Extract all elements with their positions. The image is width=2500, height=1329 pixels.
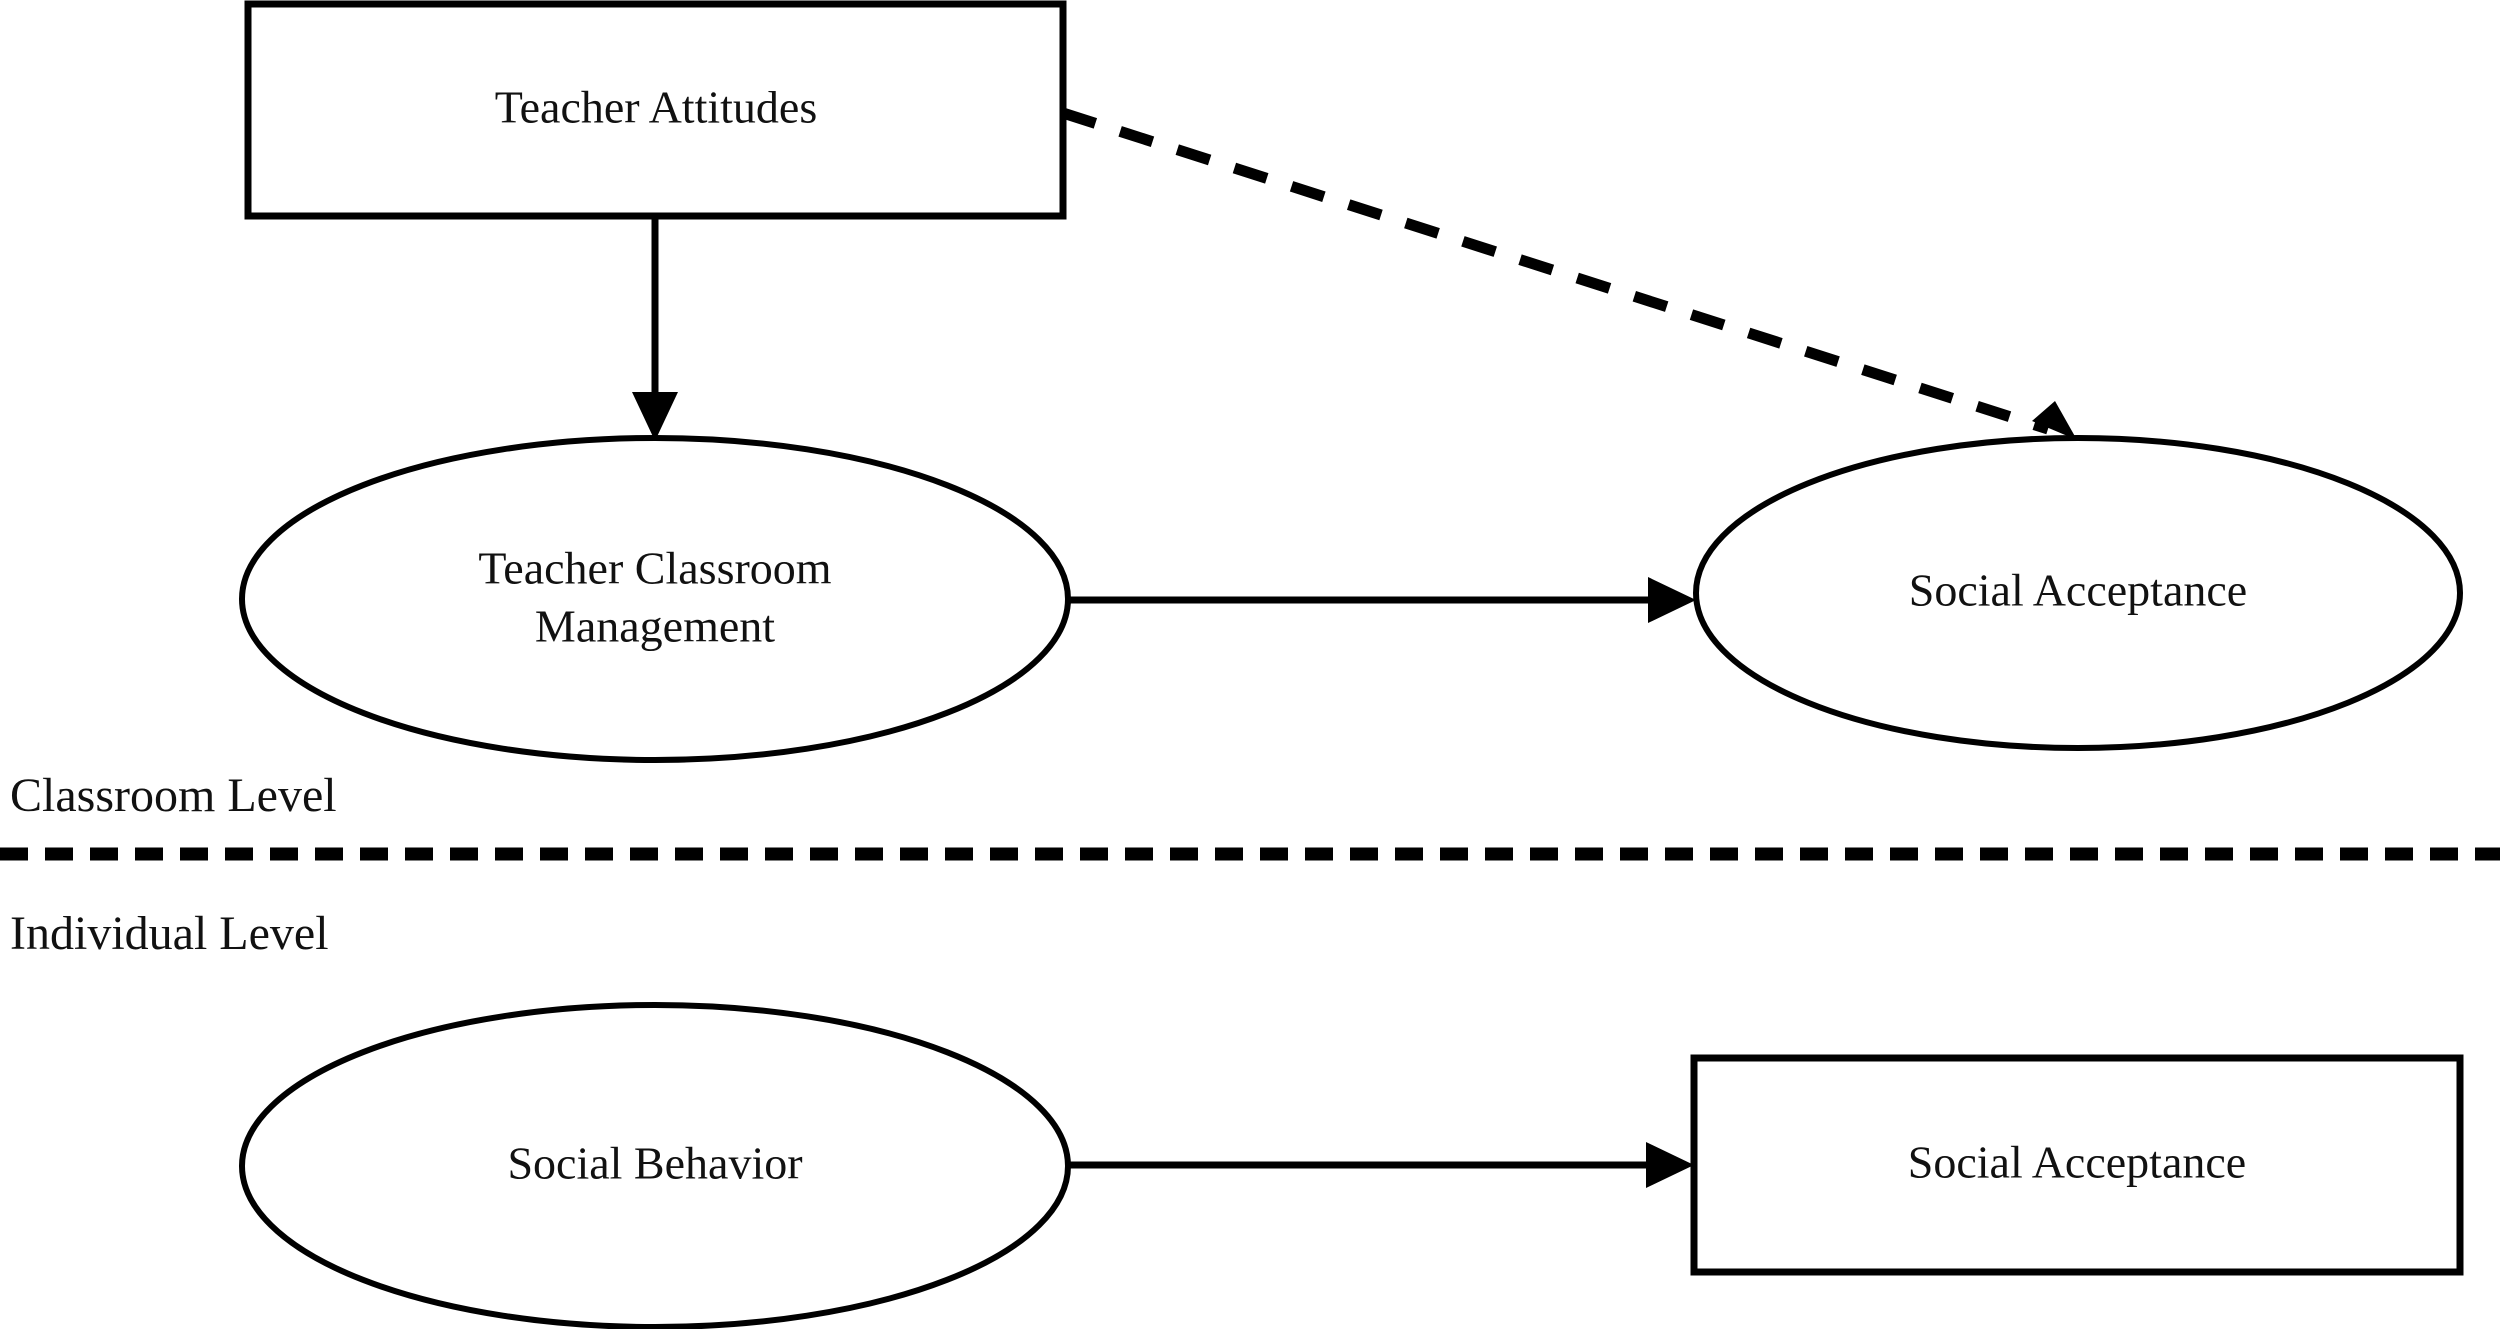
teacher-classroom-management-label-line2: Management (535, 601, 775, 652)
node-teacher-classroom-management[interactable]: Teacher Classroom Management (239, 435, 1071, 763)
node-social-acceptance-classroom[interactable]: Social Acceptance (1693, 435, 2463, 751)
social-acceptance-individual-box[interactable] (1690, 1054, 2464, 1276)
classroom-level-label: Classroom Level (10, 769, 337, 822)
edge-attitudes-to-management (632, 217, 678, 441)
teacher-attitudes-box[interactable] (244, 0, 1067, 220)
arrowhead-attitudes-acceptance (2032, 401, 2077, 440)
social-behavior-label: Social Behavior (507, 1138, 802, 1189)
teacher-attitudes-label: Teacher Attitudes (495, 82, 818, 133)
node-social-behavior[interactable]: Social Behavior (239, 1002, 1071, 1329)
social-acceptance-classroom-ellipse[interactable] (1693, 435, 2463, 751)
edge-attitudes-to-acceptance (1061, 107, 2077, 440)
teacher-classroom-management-label-line1: Teacher Classroom (478, 543, 831, 594)
social-acceptance-individual-label: Social Acceptance (1908, 1137, 2246, 1188)
teacher-classroom-management-ellipse[interactable] (239, 435, 1071, 763)
arrowhead-behavior-acceptance (1646, 1142, 1694, 1188)
social-behavior-ellipse[interactable] (239, 1002, 1071, 1329)
edge-behavior-to-acceptance (1068, 1142, 1694, 1188)
edge-management-to-acceptance (1068, 577, 1696, 623)
node-social-acceptance-individual[interactable]: Social Acceptance (1690, 1054, 2464, 1276)
social-acceptance-classroom-label: Social Acceptance (1909, 565, 2247, 616)
arrowhead-management-acceptance (1648, 577, 1696, 623)
node-teacher-attitudes[interactable]: Teacher Attitudes (244, 0, 1067, 220)
individual-level-label: Individual Level (10, 907, 329, 960)
arrowhead-attitudes-management (632, 392, 678, 441)
edge-line-attitudes-acceptance (1061, 107, 2050, 435)
